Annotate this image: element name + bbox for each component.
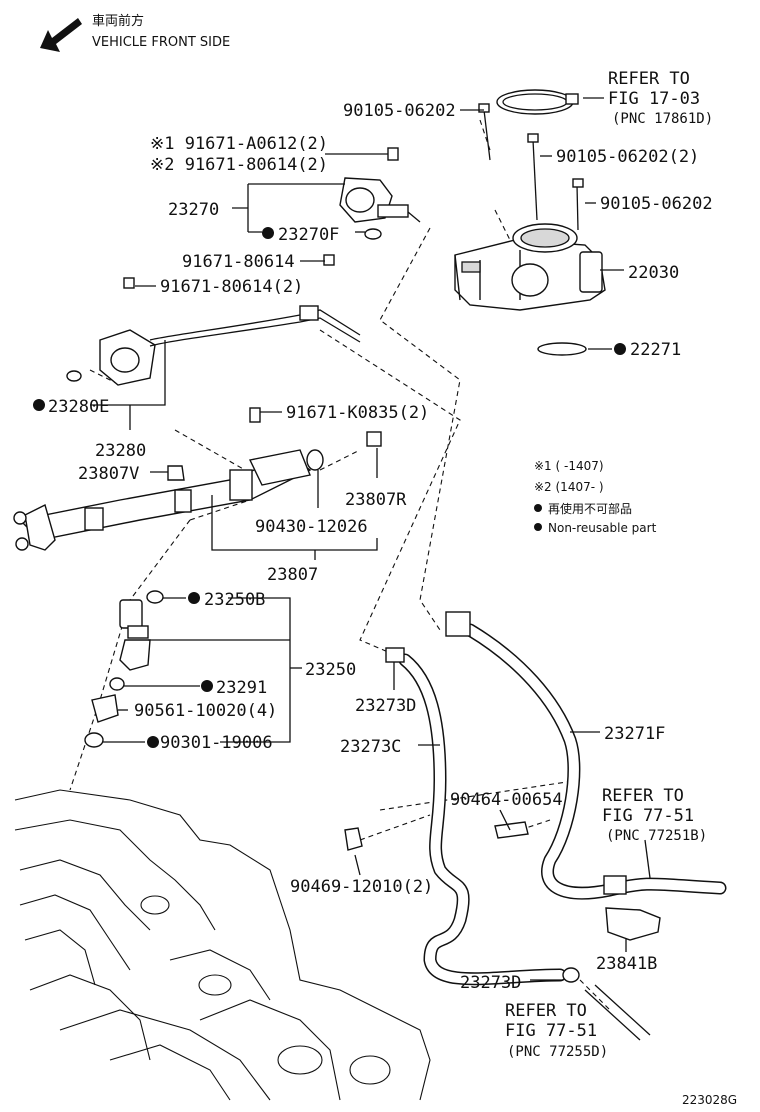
label-23270f: 23270F bbox=[278, 225, 339, 245]
refer-17-03-line3: (PNC 17861D) bbox=[612, 111, 713, 127]
hose-23273c bbox=[385, 647, 580, 986]
legend-non-reusable-en: Non-reusable part bbox=[548, 521, 657, 535]
label-90105-a: 90105-06202 bbox=[343, 101, 456, 121]
refer-17-03-line1: REFER TO bbox=[608, 69, 690, 89]
label-90430: 90430-12026 bbox=[255, 517, 368, 537]
figure-code: 223028G bbox=[682, 1093, 737, 1107]
refer-fig-77-51-b: REFER TO FIG 77-51 (PNC 77251B) bbox=[602, 786, 707, 844]
label-23273c: 23273C bbox=[340, 737, 401, 757]
refer-77-51-b-line1: REFER TO bbox=[602, 786, 684, 806]
refer-77-51-d-line1: REFER TO bbox=[505, 1001, 587, 1021]
label-23807r: 23807R bbox=[345, 490, 407, 510]
refer-17-03-line2: FIG 17-03 bbox=[608, 89, 700, 109]
refer-77-51-b-line2: FIG 77-51 bbox=[602, 806, 694, 826]
dashed-leader-lines bbox=[69, 119, 611, 1011]
gasket-22271 bbox=[537, 342, 587, 356]
vehicle-front-arrow-icon bbox=[40, 18, 82, 52]
non-reusable-dot-icons bbox=[33, 227, 626, 748]
fuel-injector-23250 bbox=[84, 590, 164, 748]
legend-note-1: ※1 ( -1407) bbox=[534, 459, 604, 473]
label-23273d-top: 23273D bbox=[355, 696, 416, 716]
refer-fig-17-03: REFER TO FIG 17-03 (PNC 17861D) bbox=[608, 69, 713, 127]
vehicle-front-jp-label: 車両前方 bbox=[92, 13, 144, 29]
engine-block-outline bbox=[14, 789, 431, 1101]
label-22030: 22030 bbox=[628, 263, 679, 283]
hose-23271f bbox=[445, 611, 727, 941]
label-23250b: 23250B bbox=[204, 590, 265, 610]
label-23250: 23250 bbox=[305, 660, 356, 680]
label-leader-lines bbox=[90, 97, 651, 981]
legend-dot-icon bbox=[534, 523, 542, 531]
label-90301: 90301-19006 bbox=[160, 733, 273, 753]
label-91671-80614-2a: ※2 91671-80614(2) bbox=[150, 155, 328, 175]
refer-fig-77-51-d: REFER TO FIG 77-51 (PNC 77255D) bbox=[505, 1001, 608, 1060]
label-23271f: 23271F bbox=[604, 724, 665, 744]
pressure-regulator-23280 bbox=[66, 254, 361, 386]
label-91671-80614-2b: 91671-80614(2) bbox=[160, 277, 303, 297]
label-23807: 23807 bbox=[267, 565, 318, 585]
vehicle-front-en-label: VEHICLE FRONT SIDE bbox=[92, 35, 230, 50]
valve-assembly-23270 bbox=[339, 147, 421, 240]
label-91671-k0835: 91671-K0835(2) bbox=[286, 403, 429, 423]
throttle-body-22030 bbox=[454, 223, 606, 311]
label-23273d-bottom: 23273D bbox=[460, 973, 521, 993]
refer-77-51-d-line3: (PNC 77255D) bbox=[507, 1044, 608, 1060]
legend: ※1 ( -1407) ※2 (1407- ) 再使用不可部品 Non-reus… bbox=[534, 459, 657, 535]
label-90561: 90561-10020(4) bbox=[134, 701, 277, 721]
throttle-bolts bbox=[478, 103, 584, 231]
label-90105-b: 90105-06202(2) bbox=[556, 147, 699, 167]
label-23270: 23270 bbox=[168, 200, 219, 220]
legend-dot-icon bbox=[534, 504, 542, 512]
label-91671-80614: 91671-80614 bbox=[182, 252, 295, 272]
label-23807v: 23807V bbox=[78, 464, 139, 484]
label-90105-c: 90105-06202 bbox=[600, 194, 713, 214]
fuel-rail-23807 bbox=[13, 407, 382, 551]
label-90469: 90469-12010(2) bbox=[290, 877, 433, 897]
label-23280e: 23280E bbox=[48, 397, 109, 417]
refer-77-51-d-line2: FIG 77-51 bbox=[505, 1021, 597, 1041]
hose-clips bbox=[344, 821, 529, 851]
label-90464: 90464-00654 bbox=[450, 790, 563, 810]
hose-77255d bbox=[584, 984, 651, 1041]
label-91671-a0612: ※1 91671-A0612(2) bbox=[150, 134, 328, 154]
label-22271: 22271 bbox=[630, 340, 681, 360]
hose-clamp-17861d bbox=[496, 89, 579, 115]
label-23291: 23291 bbox=[216, 678, 267, 698]
refer-77-51-b-line3: (PNC 77251B) bbox=[606, 828, 707, 844]
legend-non-reusable-jp: 再使用不可部品 bbox=[548, 501, 632, 516]
legend-note-2: ※2 (1407- ) bbox=[534, 480, 604, 494]
label-23280: 23280 bbox=[95, 441, 146, 461]
label-23841b: 23841B bbox=[596, 954, 657, 974]
